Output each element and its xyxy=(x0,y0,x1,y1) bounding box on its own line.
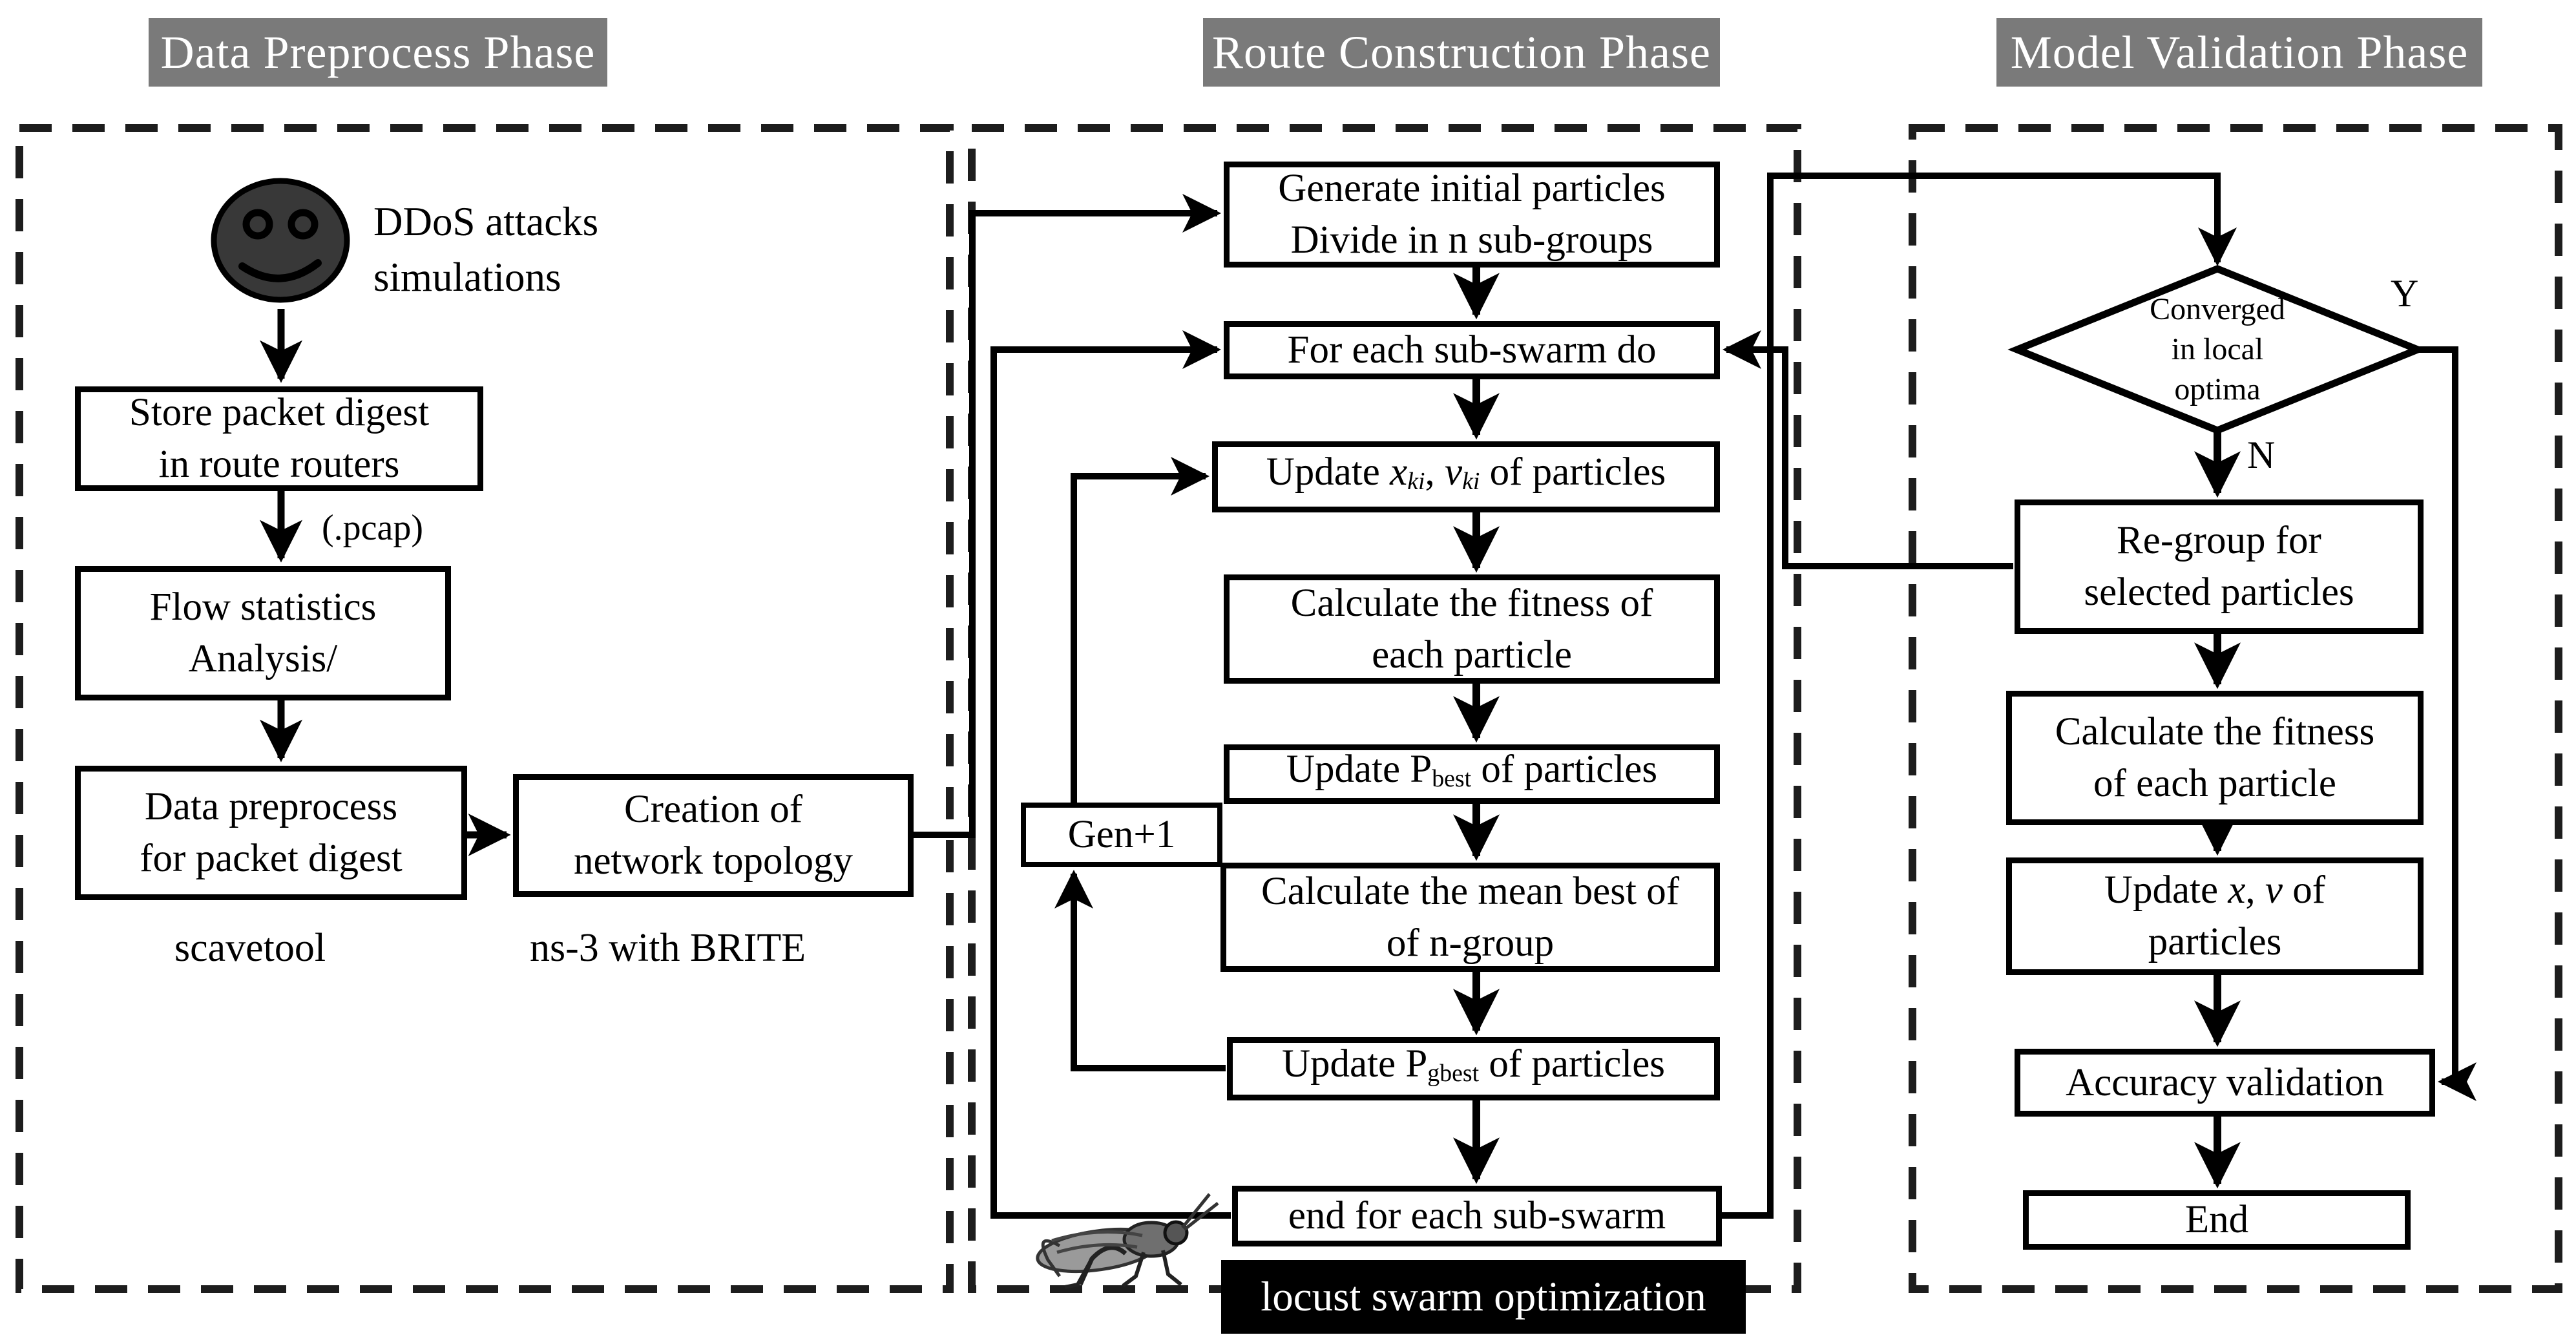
regroup-line1: Re-group for xyxy=(2117,519,2321,562)
store-line1: Store packet digest xyxy=(129,391,430,434)
data-preprocess-box: Data preprocess for packet digest xyxy=(75,766,467,900)
creation-line1: Creation of xyxy=(623,788,803,831)
update-xv-right-line2: particles xyxy=(2148,920,2282,963)
update-xv-box-right: Update x, v of particles xyxy=(2006,857,2424,975)
connector-gen-to-updatexv xyxy=(1071,457,1209,803)
actor-label-line2: simulations xyxy=(373,255,561,300)
end-foreach-subswarm-box: end for each sub-swarm xyxy=(1232,1186,1722,1246)
meanbest-line1: Calculate the mean best of xyxy=(1261,869,1680,913)
pcap-label: (.pcap) xyxy=(322,508,424,548)
calc-fitness-box-middle: Calculate the fitness of each particle xyxy=(1224,574,1720,684)
meanbest-line2: of n-group xyxy=(1386,921,1555,965)
regroup-box: Re-group for selected particles xyxy=(2015,499,2424,634)
update-xki-vki-box: Update xki, vki of particles xyxy=(1212,441,1720,512)
header-model-validation-phase: Model Validation Phase xyxy=(1996,18,2482,87)
foreach-label: For each sub-swarm do xyxy=(1287,328,1657,372)
flow-line1: Flow statistics xyxy=(149,585,377,629)
store-packet-digest-box: Store packet digest in route routers xyxy=(75,386,483,491)
converged-diamond-shape xyxy=(2007,265,2427,434)
calc-meanbest-box: Calculate the mean best of of n-group xyxy=(1220,863,1720,972)
actor-label-line1: DDoS attacks xyxy=(373,199,599,244)
end-foreach-label: end for each sub-swarm xyxy=(1288,1194,1666,1237)
generate-initial-particles-box: Generate initial particles Divide in n s… xyxy=(1224,162,1720,268)
scavetool-label: scavetool xyxy=(174,926,326,970)
foreach-subswarm-box: For each sub-swarm do xyxy=(1224,321,1720,379)
update-xki-vki-label: Update xki, vki of particles xyxy=(1266,450,1666,495)
creation-network-topology-box: Creation of network topology xyxy=(513,774,914,897)
connector-creation-to-generate xyxy=(914,194,1221,838)
store-line2: in route routers xyxy=(158,443,400,486)
preprocess-line2: for packet digest xyxy=(140,837,403,880)
connector-pgbest-to-gen xyxy=(1054,870,1226,1071)
converged-diamond-text: Converged in local optima xyxy=(2056,283,2379,416)
locust-icon xyxy=(1036,1193,1219,1289)
update-xv-right-line1: Update x, v of xyxy=(2104,868,2326,912)
calc-fitness-box-right: Calculate the fitness of each particle xyxy=(2006,691,2424,825)
gen-plus-one-label: Gen+1 xyxy=(1067,813,1176,856)
connector-diamond-yes-to-accuracy xyxy=(2418,346,2477,1101)
header-route-construction-phase: Route Construction Phase xyxy=(1203,18,1720,87)
creation-line2: network topology xyxy=(573,839,853,883)
calc-fitness-middle-line1: Calculate the fitness of xyxy=(1290,581,1653,625)
branch-label-no: N xyxy=(2247,434,2276,476)
update-pbest-box: Update Pbest of particles xyxy=(1224,744,1720,804)
branch-label-yes: Y xyxy=(2391,272,2419,315)
generate-line2: Divide in n sub-groups xyxy=(1290,218,1653,262)
end-box: End xyxy=(2023,1190,2411,1250)
diamond-line2: in local xyxy=(2171,332,2264,366)
diamond-line3: optima xyxy=(2174,372,2261,406)
container-model-validation xyxy=(1909,124,2562,1293)
flow-line2: Analysis/ xyxy=(188,637,338,680)
calc-fitness-middle-line2: each particle xyxy=(1372,633,1572,677)
connector-endfor-to-diamond xyxy=(1721,173,2237,1219)
update-pgbest-label: Update Pgbest of particles xyxy=(1281,1042,1666,1087)
container-data-preprocess xyxy=(16,124,954,1293)
update-pgbest-box: Update Pgbest of particles xyxy=(1227,1037,1720,1100)
preprocess-line1: Data preprocess xyxy=(144,785,398,828)
locust-swarm-optimization-banner: locust swarm optimization xyxy=(1221,1260,1746,1334)
diamond-line1: Converged xyxy=(2150,292,2285,326)
smiley-face-icon xyxy=(211,178,350,303)
flow-statistics-box: Flow statistics Analysis/ xyxy=(75,566,451,700)
generate-line1: Generate initial particles xyxy=(1278,167,1666,210)
accuracy-validation-box: Accuracy validation xyxy=(2015,1049,2435,1117)
regroup-line2: selected particles xyxy=(2084,571,2354,614)
container-route-construction xyxy=(968,124,1801,1293)
calc-fitness-right-line1: Calculate the fitness xyxy=(2055,710,2375,753)
header-data-preprocess-phase: Data Preprocess Phase xyxy=(149,18,607,87)
connector-regroup-to-foreach xyxy=(1723,330,2013,569)
accuracy-label: Accuracy validation xyxy=(2066,1060,2384,1104)
calc-fitness-right-line2: of each particle xyxy=(2093,762,2336,805)
actor-label: DDoS attacks simulations xyxy=(373,194,598,305)
gen-plus-one-box: Gen+1 xyxy=(1021,803,1222,867)
ns3-brite-label: ns-3 with BRITE xyxy=(530,926,806,970)
update-pbest-label: Update Pbest of particles xyxy=(1286,748,1658,792)
end-label: End xyxy=(2184,1198,2249,1241)
connector-endfor-to-foreach xyxy=(990,330,1231,1219)
